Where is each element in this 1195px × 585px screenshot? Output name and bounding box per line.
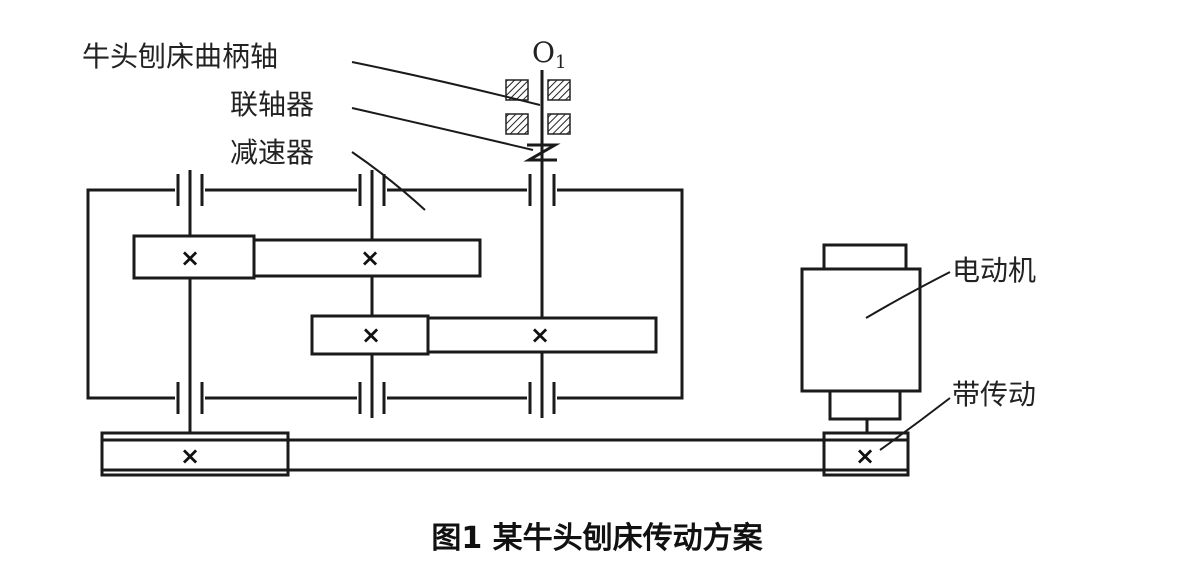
gear-2-pinion-mark: × xyxy=(361,321,381,349)
motor-label: 电动机 xyxy=(952,254,1036,287)
coupling-label: 联轴器 xyxy=(230,88,314,121)
reducer-leader xyxy=(351,151,426,211)
gear-1-pinion xyxy=(132,234,256,280)
gear-2-pinion xyxy=(310,314,430,356)
gear-1-wheel-mark: × xyxy=(360,244,380,272)
gear-2-wheel-mark: × xyxy=(530,321,550,349)
crank-shaft-bearings xyxy=(505,79,571,135)
large-pulley-mark: × xyxy=(180,442,200,470)
leader-lines xyxy=(351,61,951,451)
motor-leader xyxy=(865,271,951,319)
motor xyxy=(800,243,922,421)
belt-label: 带传动 xyxy=(952,378,1036,411)
crank-shaft-label: 牛头刨床曲柄轴 xyxy=(82,40,278,73)
reducer-bearings xyxy=(176,174,556,414)
gear-2-wheel xyxy=(426,316,658,354)
coupling-leader xyxy=(351,107,534,151)
crank-shaft-leader xyxy=(351,61,541,106)
figure-caption: 图1 某牛头刨床传动方案 xyxy=(431,521,763,556)
reducer-housing xyxy=(86,188,684,400)
gear-pair-1: × × xyxy=(132,234,482,280)
motor-body xyxy=(800,267,922,393)
belt-leader xyxy=(879,397,951,451)
reducer-label: 减速器 xyxy=(230,136,314,169)
gear-1-wheel xyxy=(252,238,482,278)
motor-top-cap xyxy=(822,243,908,271)
gear-pair-2: × × xyxy=(310,314,658,356)
motor-base xyxy=(828,389,902,421)
shafts xyxy=(188,70,869,435)
small-pulley-mark: × xyxy=(855,442,875,470)
belt-drive: × × xyxy=(100,431,910,477)
gear-1-pinion-mark: × xyxy=(180,244,200,272)
coupling-symbol xyxy=(523,143,561,162)
o1-label: O1 xyxy=(532,36,566,73)
